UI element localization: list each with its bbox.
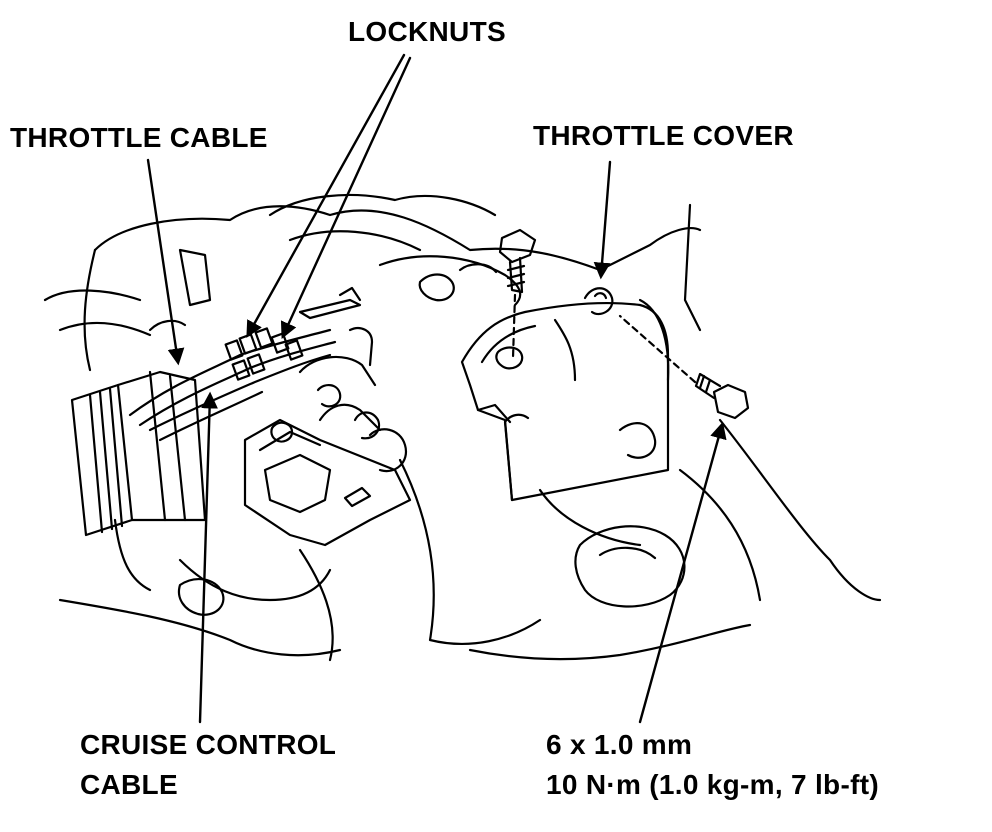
engine-background (43, 193, 882, 662)
throttle-cover-label: THROTTLE COVER (533, 120, 794, 151)
bolt-torque-text: 10 N·m (1.0 kg-m, 7 lb-ft) (546, 769, 879, 800)
bolt-right (618, 314, 750, 420)
cruise-control-cable-label: CRUISE CONTROL CABLE (80, 725, 336, 805)
bolt-spec-label: 6 x 1.0 mm 10 N·m (1.0 kg-m, 7 lb-ft) (546, 725, 879, 805)
leader-arrows (146, 53, 727, 724)
throttle-linkage (243, 326, 412, 547)
arrow-locknuts-2 (280, 56, 412, 340)
locknuts-label: LOCKNUTS (348, 16, 506, 47)
intake-duct (70, 370, 207, 592)
arrow-locknuts-1 (246, 53, 406, 338)
locknuts (224, 327, 304, 381)
arrow-throttle-cover (593, 160, 612, 280)
arrow-bolt-spec (638, 421, 727, 724)
throttle-cable-label: THROTTLE CABLE (10, 122, 268, 153)
arrow-throttle-cable (146, 158, 185, 366)
bolt-top (498, 228, 537, 360)
throttle-cover (460, 287, 670, 502)
cruise-control-cable-label-line2: CABLE (80, 769, 178, 800)
cruise-control-cable-label-line1: CRUISE CONTROL (80, 729, 337, 760)
arrow-cruise-control-cable (198, 391, 218, 724)
bolt-size-text: 6 x 1.0 mm (546, 729, 693, 760)
cable-bundle (128, 286, 362, 442)
